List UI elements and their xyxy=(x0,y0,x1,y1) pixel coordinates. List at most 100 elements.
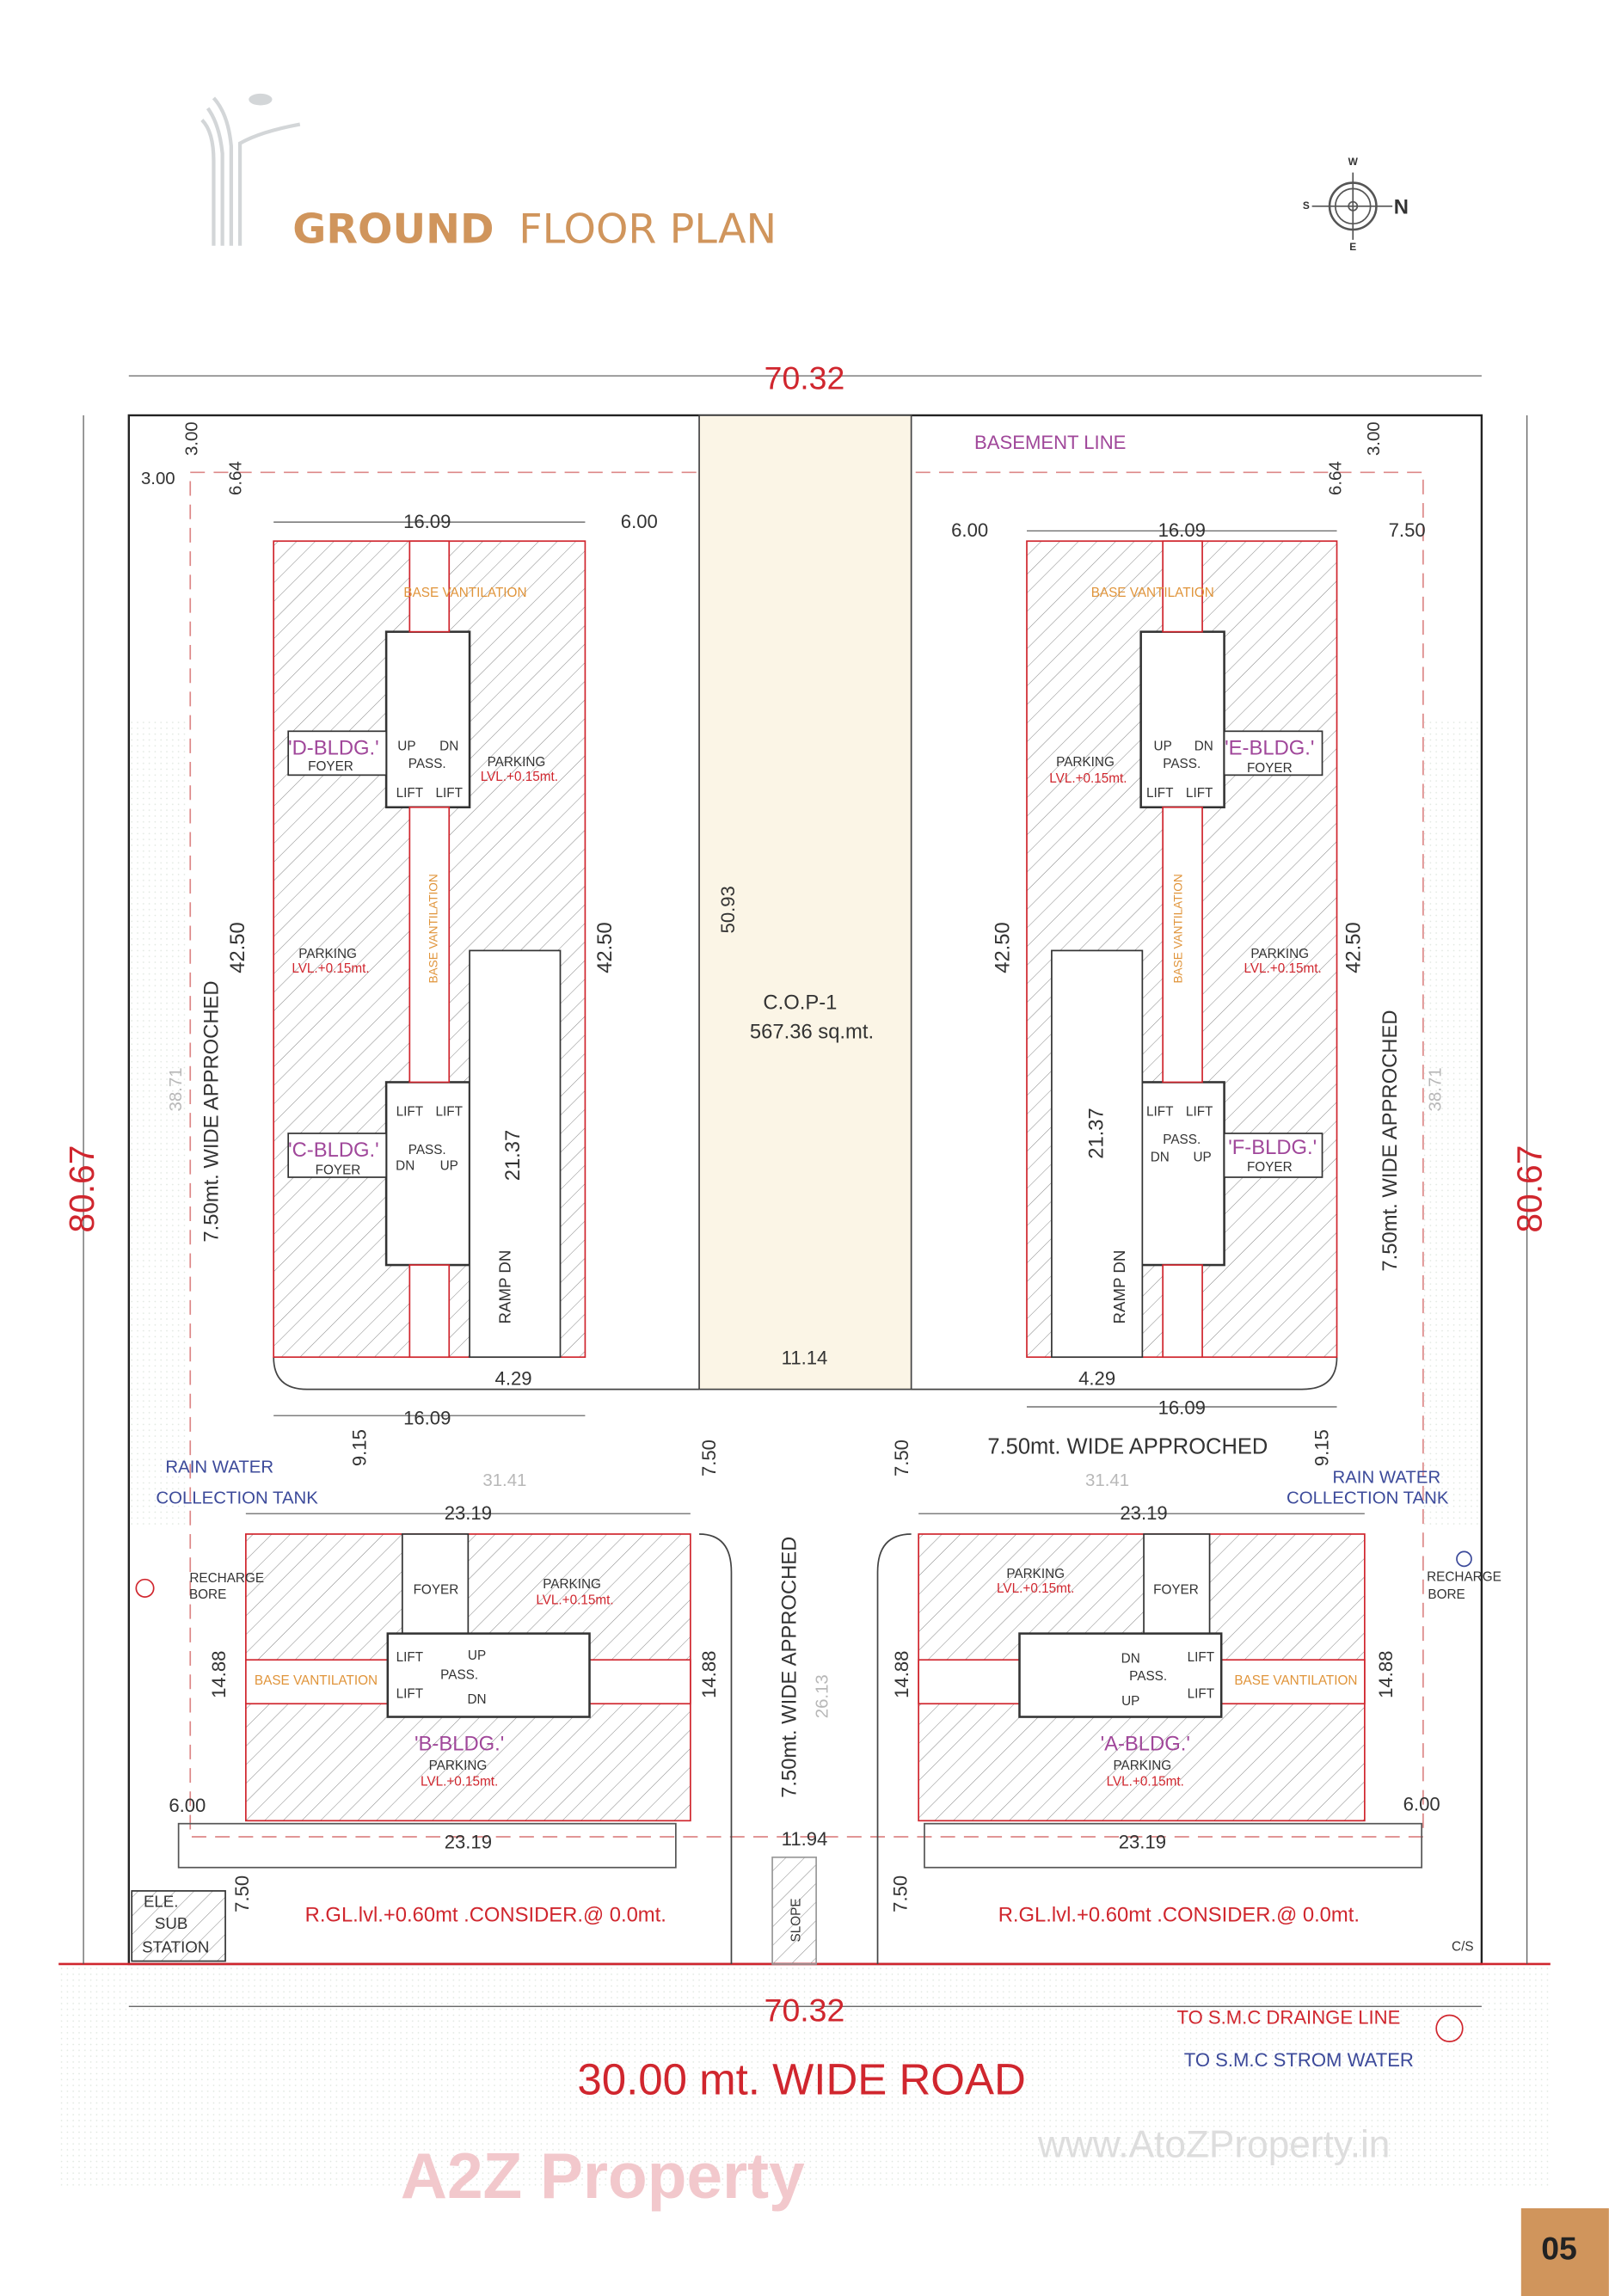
label-d-50-93: 50.93 xyxy=(717,886,739,933)
label-d-26-13: 26.13 xyxy=(814,1674,832,1718)
building-e-f xyxy=(1026,540,1338,1359)
side-margin-left xyxy=(128,721,187,1526)
label-lvl: LVL.+0.15mt. xyxy=(536,1593,613,1608)
label-d-16-09-tl: 16.09 xyxy=(403,511,451,532)
label-collection-tank: COLLECTION TANK xyxy=(1287,1489,1449,1507)
label-sub: SUB xyxy=(155,1914,187,1932)
label-d-21-37: 21.37 xyxy=(501,1130,525,1182)
label-lvl: LVL.+0.15mt. xyxy=(421,1774,498,1789)
label-up: UP xyxy=(1121,1694,1139,1709)
label-d-7-50: 7.50 xyxy=(231,1875,253,1912)
label-lvl: LVL.+0.15mt. xyxy=(292,961,369,976)
drain-line-right xyxy=(924,1822,1423,1869)
label-parking: PARKING xyxy=(488,755,546,770)
label-vent-d: BASE VANTILATION xyxy=(255,1673,378,1688)
label-vent-e: BASE VANTILATION xyxy=(1091,586,1214,600)
label-ramp-dn: RAMP DN xyxy=(1110,1250,1128,1324)
label-d-14-88: 14.88 xyxy=(208,1651,230,1698)
label-dn: DN xyxy=(1151,1150,1170,1164)
label-lift: LIFT xyxy=(436,1105,463,1120)
label-pass: PASS. xyxy=(408,757,446,771)
storm-water-label: TO S.M.C STROM WATER xyxy=(1184,2049,1414,2071)
label-parking: PARKING xyxy=(429,1759,488,1773)
label-foyer: FOYER xyxy=(308,759,353,774)
label-foyer: FOYER xyxy=(414,1583,459,1598)
cop-area xyxy=(698,414,912,1390)
label-up: UP xyxy=(440,1159,458,1174)
ground-level-note: R.GL.lvl.+0.60mt .CONSIDER.@ 0.0mt. xyxy=(305,1904,666,1927)
label-lift: LIFT xyxy=(396,1105,423,1120)
label-parking: PARKING xyxy=(543,1577,601,1592)
label-wide-approach: 7.50mt. WIDE APPROCHED xyxy=(987,1434,1268,1458)
label-d-9-15: 9.15 xyxy=(1311,1429,1332,1466)
label-wide-approach: 7.50mt. WIDE APPROCHED xyxy=(777,1537,801,1798)
label-d-42-50: 42.50 xyxy=(226,922,249,973)
slope-ramp xyxy=(771,1856,817,1965)
compass-w: W xyxy=(1348,156,1359,168)
label-recharge: RECHARGE xyxy=(1427,1569,1502,1584)
label-vent-d-v: BASE VANTILATION xyxy=(427,874,440,983)
dim-top: 70.32 xyxy=(765,359,845,396)
label-cop-area: 567.36 sq.mt. xyxy=(750,1020,874,1043)
label-lift: LIFT xyxy=(396,1686,423,1701)
label-vent-d: BASE VANTILATION xyxy=(403,586,526,600)
label-up: UP xyxy=(1193,1150,1211,1164)
brand-watermark: A2Z Property xyxy=(401,2139,805,2212)
label-d-16-09-tr: 16.09 xyxy=(1158,519,1206,541)
label-d-6-00: 6.00 xyxy=(1403,1793,1440,1814)
label-d-6-00-tr: 6.00 xyxy=(951,519,988,541)
label-d-14-88: 14.88 xyxy=(891,1651,912,1698)
label-lift: LIFT xyxy=(1146,786,1173,801)
label-d-3-00-a: 3.00 xyxy=(183,421,202,456)
label-pass: PASS. xyxy=(1163,757,1201,771)
label-lvl: LVL.+0.15mt. xyxy=(1107,1774,1184,1789)
label-lvl: LVL.+0.15mt. xyxy=(1244,961,1321,976)
label-parking: PARKING xyxy=(1056,755,1115,770)
label-d-4-29: 4.29 xyxy=(1078,1368,1115,1390)
dimension-lines xyxy=(83,375,1528,2007)
label-lift: LIFT xyxy=(1188,1686,1214,1701)
label-lift: LIFT xyxy=(1186,1105,1213,1120)
label-station: STATION xyxy=(142,1937,209,1955)
label-d-6-00-tl: 6.00 xyxy=(621,511,658,532)
label-d-7-50: 7.50 xyxy=(890,1875,912,1912)
label-parking: PARKING xyxy=(1250,947,1309,961)
building-a-label: 'A-BLDG.' xyxy=(1101,1733,1190,1756)
label-d-38-71: 38.71 xyxy=(1426,1067,1445,1111)
driveway-lower xyxy=(699,1533,912,1964)
driveway xyxy=(273,1357,1338,1390)
label-d-31-41: 31.41 xyxy=(1085,1471,1129,1490)
label-vent-e-v: BASE VANTILATION xyxy=(1171,874,1184,983)
label-parking: PARKING xyxy=(1113,1759,1171,1773)
dim-left: 80.67 xyxy=(62,1145,101,1233)
building-b-label: 'B-BLDG.' xyxy=(415,1733,504,1756)
label-wide-approach: 7.50mt. WIDE APPROCHED xyxy=(200,980,224,1242)
compass-e: E xyxy=(1349,241,1356,253)
label-pass: PASS. xyxy=(1129,1669,1167,1684)
label-d-31-41: 31.41 xyxy=(482,1471,526,1490)
label-dn: DN xyxy=(396,1159,415,1174)
road-area xyxy=(58,1963,1551,2187)
label-ele: ELE. xyxy=(144,1893,179,1911)
label-lvl: LVL.+0.15mt. xyxy=(481,770,558,784)
building-d-c xyxy=(273,540,586,1359)
label-d-21-37: 21.37 xyxy=(1084,1108,1108,1159)
recharge-bore-icon xyxy=(135,1578,155,1598)
label-pass: PASS. xyxy=(408,1143,446,1157)
label-parking: PARKING xyxy=(1006,1567,1065,1581)
recharge-bore-icon xyxy=(1456,1550,1472,1568)
label-slope: SLOPE xyxy=(789,1898,803,1942)
brand-logo xyxy=(200,93,301,246)
label-d-4-29: 4.29 xyxy=(495,1368,532,1390)
label-recharge: RECHARGE xyxy=(189,1571,264,1586)
label-foyer: FOYER xyxy=(316,1163,361,1178)
label-d-23-19: 23.19 xyxy=(445,1502,492,1524)
label-d-7-50: 7.50 xyxy=(698,1440,720,1476)
label-parking: PARKING xyxy=(298,947,357,961)
label-d-23-19: 23.19 xyxy=(1120,1502,1167,1524)
road-label: 30.00 mt. WIDE ROAD xyxy=(577,2054,1025,2103)
label-d-11-14: 11.14 xyxy=(782,1348,828,1369)
label-ramp-dn: RAMP DN xyxy=(496,1250,514,1324)
label-dn: DN xyxy=(468,1692,487,1707)
label-dn: DN xyxy=(1194,739,1213,753)
